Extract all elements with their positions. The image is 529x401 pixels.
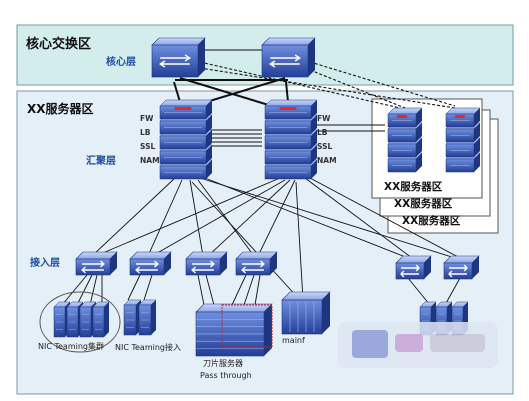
core-zone-title: 核心交换区: [26, 36, 91, 52]
nic-access-caption: NIC Teaming接入: [115, 342, 181, 352]
nic-cluster-caption: NIC Teaming集群: [38, 341, 104, 351]
service-label-lb-right: LB: [317, 128, 328, 137]
blade-caption-line1: 刀片服务器: [203, 358, 243, 368]
access-switch-5: [395, 255, 432, 280]
service-label-ssl-left: SSL: [140, 142, 155, 151]
nic-cluster-servers: [53, 301, 110, 338]
link-core-sub-dash-4: [309, 69, 411, 111]
link-core2-agg2: [285, 81, 289, 103]
access-switch-3: [185, 251, 228, 276]
sub-zone-3-title: XX服务器区: [402, 214, 461, 227]
service-label-fw-left: FW: [140, 114, 154, 123]
devices-layer: [39, 37, 481, 357]
service-labels-right: FW LB SSL NAM: [317, 114, 337, 165]
sub-zone-stack-1: [387, 107, 423, 173]
sub-zone-1-title: XX服务器区: [384, 180, 443, 193]
agg-access-links: [92, 177, 461, 301]
service-label-nam-right: NAM: [317, 156, 337, 165]
link-core1-agg1: [173, 81, 181, 103]
access-switch-6: [443, 255, 480, 280]
nic-cluster-ellipse: [39, 291, 121, 353]
service-label-nam-left: NAM: [140, 156, 160, 165]
core-layer-label: 核心层: [106, 55, 136, 68]
mainframe-caption: mainf: [282, 336, 305, 345]
link-core-sub-dash-2: [199, 67, 456, 109]
service-labels-left: FW LB SSL NAM: [140, 114, 160, 165]
service-label-fw-right: FW: [317, 114, 331, 123]
access-layer-label: 接入层: [30, 256, 60, 269]
blade-server-chassis: [195, 303, 273, 357]
server-zone-title: XX服务器区: [27, 101, 94, 116]
access-switch-2: [129, 251, 172, 276]
core-switch-2: [261, 37, 316, 78]
nic-access-servers: [123, 299, 157, 336]
access-switch-1: [75, 251, 118, 276]
aggregation-stack-1: [159, 99, 213, 180]
link-core-sub-dash-1: [199, 61, 401, 109]
link-core-sub-dash-3: [309, 61, 456, 107]
access-server-links: [61, 274, 461, 306]
aggregation-stack-2: [264, 99, 318, 180]
core-switch-1: [151, 37, 206, 78]
service-label-ssl-right: SSL: [317, 142, 332, 151]
sub-zone-stack-2: [445, 107, 481, 173]
watermark-blur: [338, 322, 498, 368]
sub-zone-2-title: XX服务器区: [394, 197, 453, 210]
blade-caption-line2: Pass through: [200, 371, 252, 380]
service-label-lb-left: LB: [140, 128, 151, 137]
mainframe: [281, 291, 331, 335]
access-switch-4: [235, 251, 278, 276]
aggregation-layer-label: 汇聚层: [86, 154, 116, 167]
